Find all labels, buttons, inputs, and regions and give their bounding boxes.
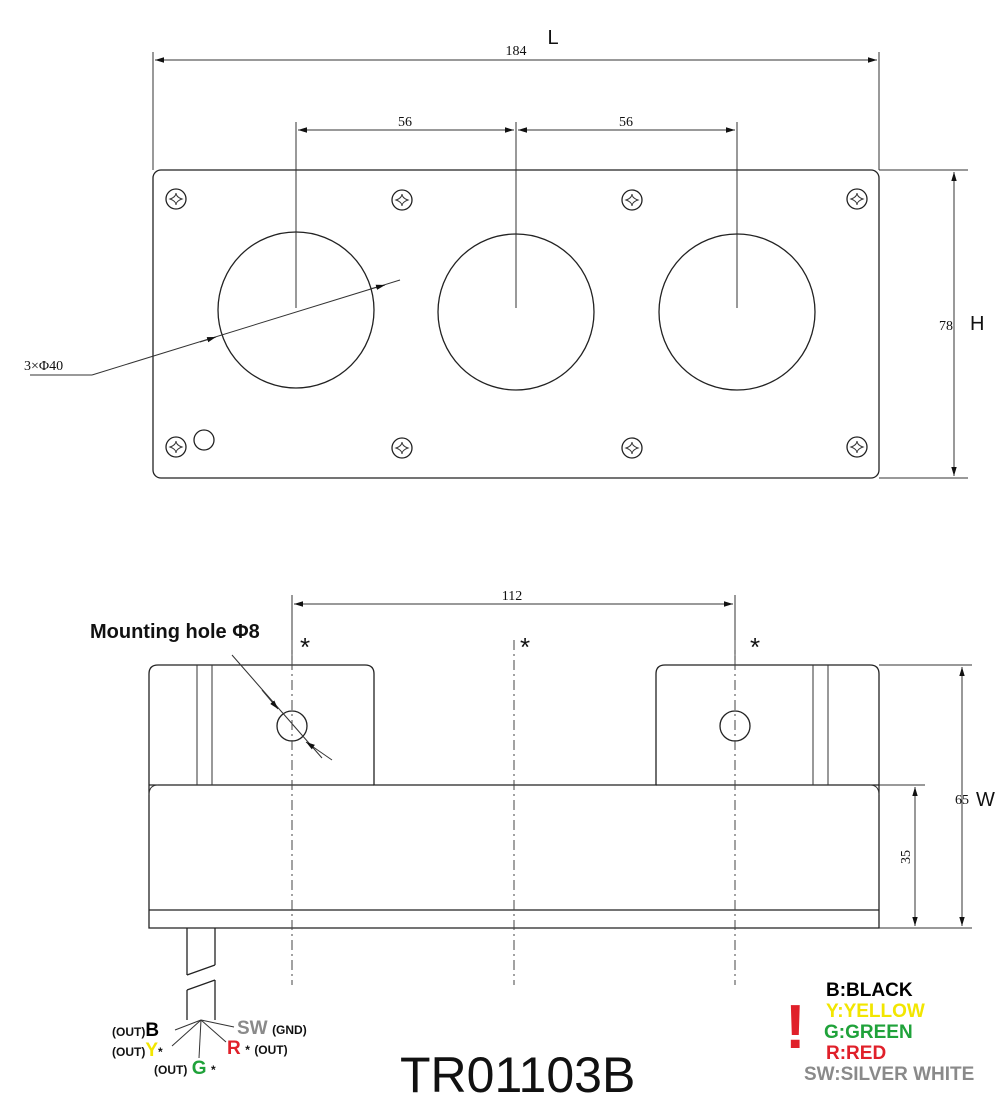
height-letter: H: [970, 313, 984, 335]
wire-y-label: (OUT)Y*: [112, 1040, 163, 1062]
screw-icon: [391, 189, 413, 211]
polarity-mark-center: *: [520, 632, 530, 662]
cable: [171, 928, 235, 1059]
length-value: 184: [506, 44, 527, 59]
mounting-hole-leader: [231, 654, 323, 759]
wire-sw-letter: SW: [237, 1018, 268, 1039]
wire-y-letter: Y: [145, 1040, 159, 1061]
wire-r-label: R * (OUT): [227, 1038, 288, 1060]
screw-icon: [165, 188, 187, 210]
wire-y-out: (OUT): [112, 1045, 146, 1059]
legend-item-black: B:BLACK: [826, 980, 913, 1001]
legend-item-silver: SW:SILVER WHITE: [804, 1064, 975, 1085]
color-legend: B:BLACK Y:YELLOW G:GREEN R:RED SW:SILVER…: [800, 980, 1000, 1085]
screw-icon: [846, 188, 868, 210]
step-value: 35: [899, 850, 914, 864]
wire-b-letter: B: [145, 1020, 160, 1041]
side-view-outline: [148, 664, 880, 929]
wire-r-out: (OUT): [254, 1043, 288, 1057]
height-value: 78: [939, 319, 953, 334]
warning-mark: !: [785, 993, 806, 1062]
legend-item-yellow: Y:YELLOW: [826, 1001, 925, 1022]
screw-icon: [621, 437, 643, 459]
width-value: 65: [955, 793, 969, 808]
wire-r-star: *: [245, 1043, 250, 1057]
screw-icon: [846, 436, 868, 458]
hole-leader-line: [91, 279, 401, 376]
screw-icon: [165, 436, 187, 458]
legend-item-red: R:RED: [826, 1043, 887, 1064]
polarity-mark-left: *: [300, 632, 310, 662]
wire-sw-label: SW (GND): [237, 1018, 307, 1040]
legend-item-green: G:GREEN: [824, 1022, 913, 1043]
screw-icon: [621, 189, 643, 211]
wire-g-out: (OUT): [154, 1063, 188, 1077]
mounting-hole-label: Mounting hole Φ8: [90, 621, 260, 643]
wire-g-label: (OUT) G *: [154, 1058, 216, 1080]
wire-sw-gnd: (GND): [272, 1023, 307, 1037]
screw-icon-group: [165, 188, 868, 459]
primary-hole-left: [217, 231, 375, 389]
polarity-mark-right: *: [750, 632, 760, 662]
spacing-left-value: 56: [398, 115, 412, 130]
top-view: 184 L 56 56 3×Φ40 78 H: [24, 27, 984, 479]
mounting-spacing-value: 112: [502, 589, 522, 604]
wire-r-letter: R: [227, 1038, 241, 1059]
primary-hole-center: [437, 233, 595, 391]
side-view: 112 * * * 65 W 35: [148, 589, 995, 1059]
wire-b-label: (OUT)B: [112, 1020, 159, 1042]
primary-hole-right: [658, 233, 816, 391]
spacing-right-value: 56: [619, 115, 633, 130]
screw-icon: [391, 437, 413, 459]
wire-b-out: (OUT): [112, 1025, 146, 1039]
length-letter: L: [547, 27, 558, 49]
wire-y-star: *: [158, 1045, 163, 1059]
width-letter: W: [976, 789, 995, 811]
model-number: TR01103B: [400, 1047, 636, 1103]
indicator-hole: [193, 429, 215, 451]
hole-callout: 3×Φ40: [24, 359, 63, 374]
wire-g-star: *: [211, 1063, 216, 1077]
wire-g-letter: G: [191, 1058, 207, 1079]
